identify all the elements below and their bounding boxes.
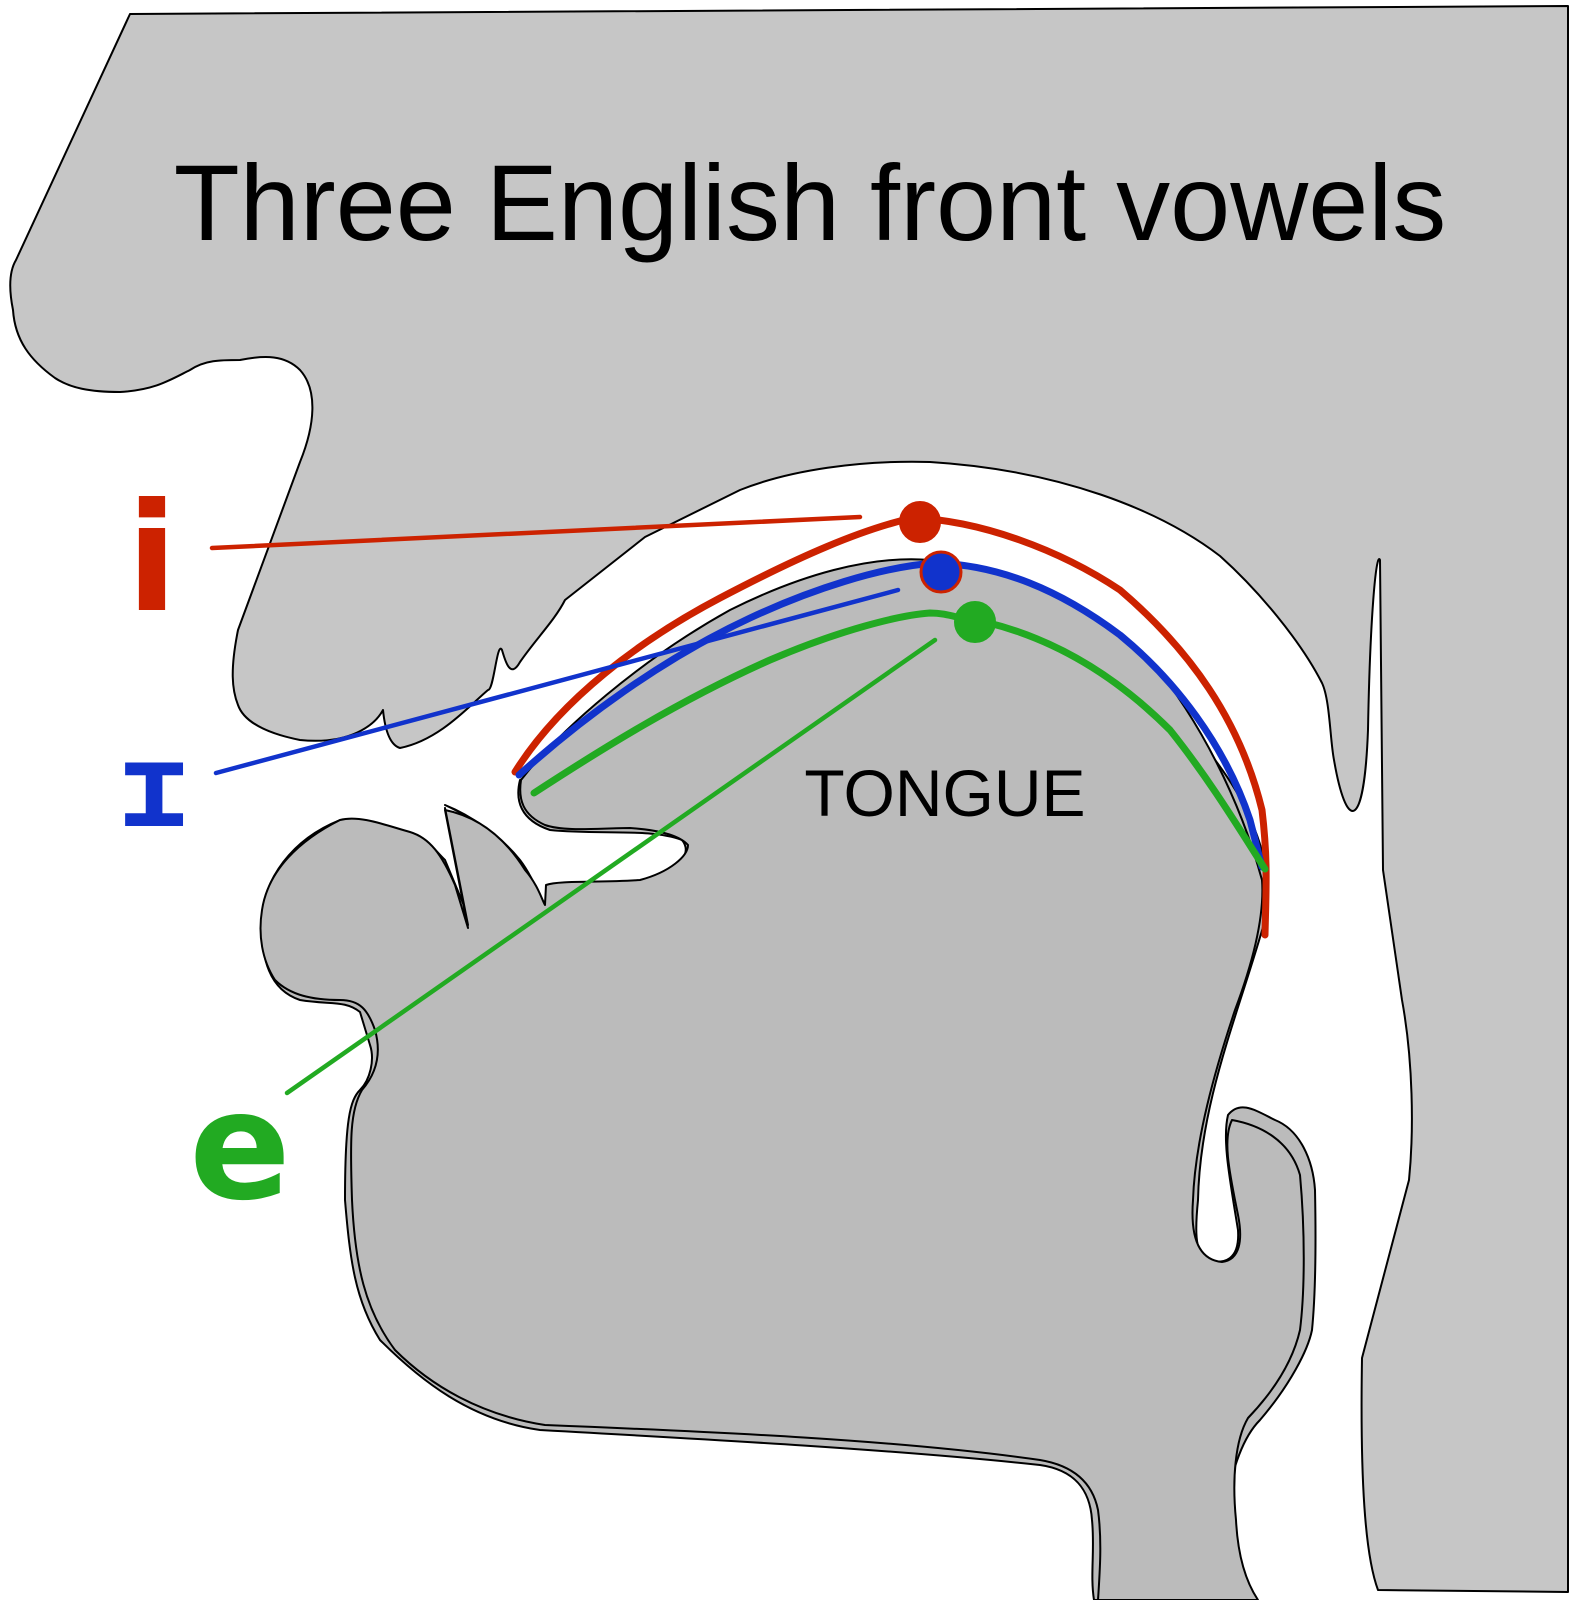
vowel-i-tongue-contour	[511, 514, 1270, 939]
vowel-e-symbol: e	[189, 1060, 291, 1234]
vowel-e-leader-line	[284, 637, 938, 1096]
vowel-i-peak-marker	[899, 501, 941, 543]
upper-head-silhouette	[9, 5, 1569, 1593]
lower-incisor	[444, 807, 469, 926]
tongue-body	[259, 558, 1305, 1600]
vowel-ih-leader-line	[213, 587, 901, 776]
tongue-label: TONGUE	[804, 756, 1085, 830]
diagram-title: Three English front vowels	[174, 142, 1447, 263]
vowel-i-symbol: i	[126, 472, 177, 646]
vowel-i-leader-line	[209, 514, 863, 551]
vowel-e-peak-marker	[954, 601, 996, 643]
vowel-ih-peak-marker	[919, 550, 963, 594]
vowel-ih-symbol: ɪ	[119, 719, 189, 854]
vowel-e-tongue-contour	[530, 609, 1269, 873]
